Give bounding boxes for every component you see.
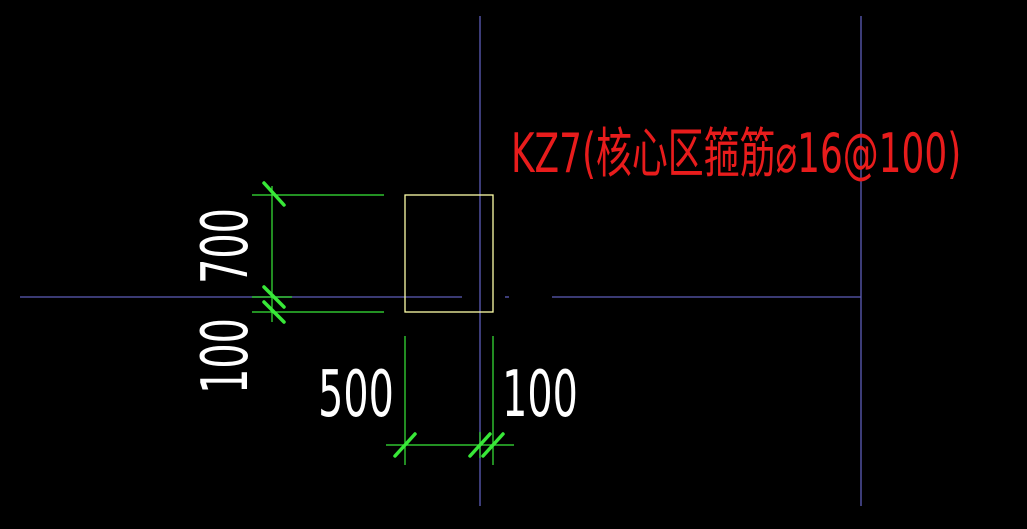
dim-text-horizontal-right: 100 <box>502 357 578 432</box>
dimension-texts: 700 100 500 100 <box>188 208 578 431</box>
column-label[interactable]: KZ7(核心区箍筋⌀16@100) <box>511 121 961 185</box>
dim-text-horizontal-left: 500 <box>318 357 394 432</box>
dim-text-vertical-upper: 700 <box>188 208 263 284</box>
tick-vertical-bottom <box>262 300 286 324</box>
dim-text-vertical-lower: 100 <box>188 318 263 394</box>
tick-horizontal-left <box>393 432 417 458</box>
axis-lines <box>20 16 862 506</box>
tick-horizontal-axis <box>468 432 492 458</box>
tick-vertical-mid <box>262 285 286 309</box>
column-outline[interactable] <box>404 194 494 313</box>
tick-horizontal-right <box>481 432 505 458</box>
dimension-ticks <box>262 181 505 458</box>
tick-vertical-top <box>262 181 286 207</box>
